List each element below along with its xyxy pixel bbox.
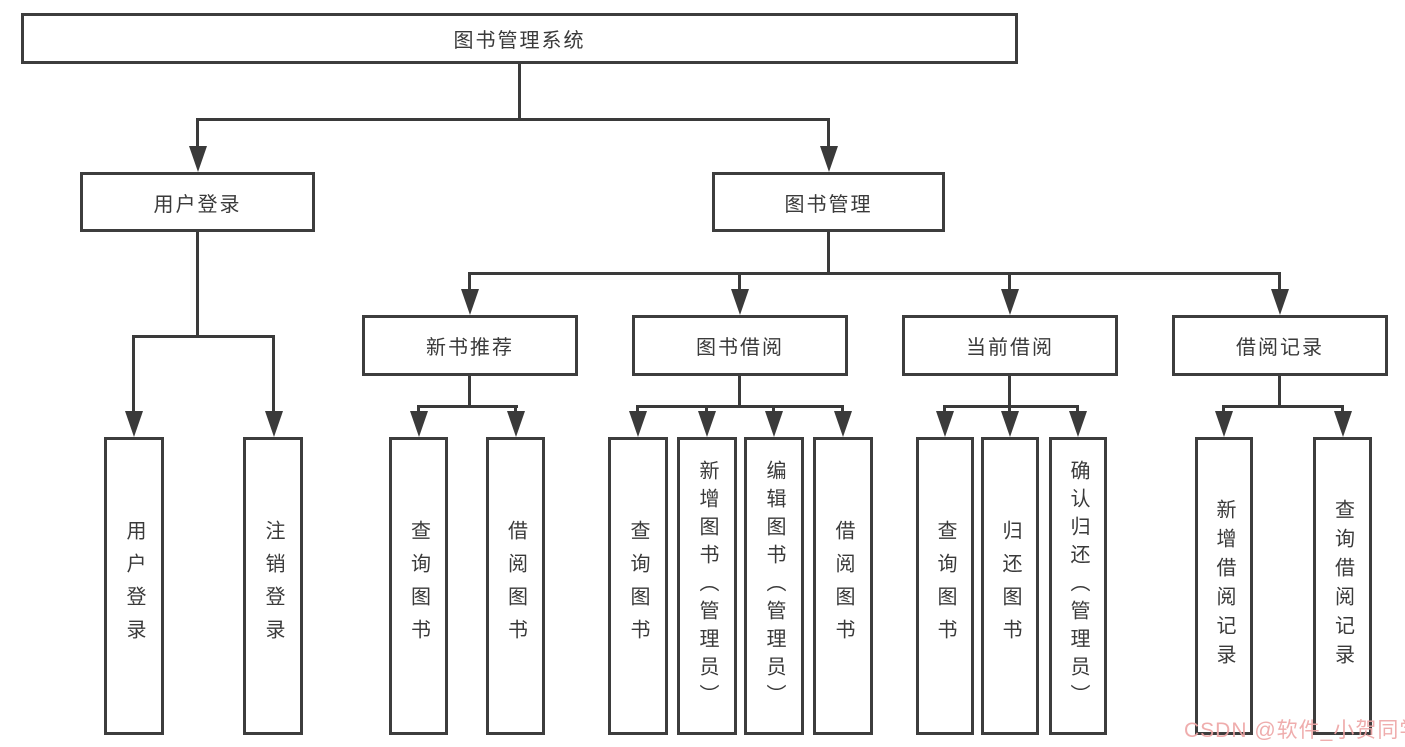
leaf-current-query-label: 查询图书 bbox=[934, 520, 956, 652]
leaf-newbook-borrow-label: 借阅图书 bbox=[504, 520, 527, 652]
node-borrow-record: 借阅记录 bbox=[1172, 315, 1388, 376]
arrow-to-borrow-add-icon bbox=[705, 405, 708, 411]
arrow-to-record-query-icon bbox=[1341, 405, 1344, 411]
arrow-to-record-add-icon bbox=[1222, 405, 1225, 411]
arrow-to-user-login-icon bbox=[196, 118, 199, 146]
arrow-to-current-confirm-icon bbox=[1076, 405, 1079, 411]
node-book-borrow-label: 图书借阅 bbox=[696, 337, 784, 359]
arrow-to-borrow-edit-icon bbox=[772, 405, 775, 411]
leaf-current-confirm-admin-label: 确认归还（管理员） bbox=[1067, 460, 1089, 712]
arrow-to-borrow-query-icon bbox=[636, 405, 639, 411]
node-new-book: 新书推荐 bbox=[362, 315, 578, 376]
leaf-borrow-edit-admin-label: 编辑图书（管理员） bbox=[763, 460, 785, 712]
connector-borrow-record-trunk bbox=[1278, 376, 1281, 405]
leaf-user-login-label: 用户登录 bbox=[123, 520, 145, 652]
arrow-to-new-book-icon bbox=[468, 272, 471, 289]
leaf-current-return-label: 归还图书 bbox=[999, 520, 1021, 652]
leaf-record-add: 新增借阅记录 bbox=[1195, 437, 1253, 735]
connector-current-borrow-trunk bbox=[1008, 376, 1011, 405]
connector-book-mgmt-rail bbox=[468, 272, 1281, 275]
connector-user-login-rail bbox=[132, 335, 274, 338]
arrow-to-book-borrow-icon bbox=[738, 272, 741, 289]
leaf-borrow-edit-admin: 编辑图书（管理员） bbox=[744, 437, 804, 735]
node-root-label: 图书管理系统 bbox=[453, 30, 586, 52]
connector-new-book-trunk bbox=[468, 376, 471, 405]
node-root-library-system: 图书管理系统 bbox=[21, 13, 1018, 64]
connector-book-borrow-trunk bbox=[738, 376, 741, 405]
leaf-borrow-query: 查询图书 bbox=[608, 437, 668, 735]
leaf-current-confirm-admin: 确认归还（管理员） bbox=[1049, 437, 1107, 735]
arrow-to-newbook-query-icon bbox=[417, 405, 420, 411]
arrow-to-current-query-icon bbox=[943, 405, 946, 411]
connector-borrow-record-rail bbox=[1222, 405, 1344, 408]
node-user-login-label: 用户登录 bbox=[153, 193, 242, 216]
leaf-logout-label: 注销登录 bbox=[262, 520, 284, 652]
leaf-borrow-query-label: 查询图书 bbox=[627, 520, 649, 652]
arrow-to-leaf-login-icon bbox=[132, 335, 135, 411]
node-current-borrow-label: 当前借阅 bbox=[966, 337, 1054, 359]
connector-root-trunk bbox=[518, 64, 521, 118]
connector-user-login-trunk bbox=[196, 232, 199, 335]
node-new-book-label: 新书推荐 bbox=[426, 337, 514, 359]
node-user-login: 用户登录 bbox=[80, 172, 315, 232]
arrow-to-current-return-icon bbox=[1008, 405, 1011, 411]
leaf-record-add-label: 新增借阅记录 bbox=[1213, 499, 1235, 673]
node-borrow-record-label: 借阅记录 bbox=[1236, 337, 1324, 359]
node-book-mgmt: 图书管理 bbox=[712, 172, 945, 232]
leaf-borrow-borrow: 借阅图书 bbox=[813, 437, 873, 735]
leaf-current-return: 归还图书 bbox=[981, 437, 1039, 735]
leaf-record-query: 查询借阅记录 bbox=[1313, 437, 1372, 735]
arrow-to-borrow-borrow-icon bbox=[841, 405, 844, 411]
arrow-to-borrow-record-icon bbox=[1278, 272, 1281, 289]
connector-new-book-rail bbox=[417, 405, 518, 408]
arrow-to-current-borrow-icon bbox=[1008, 272, 1011, 289]
node-book-borrow: 图书借阅 bbox=[632, 315, 848, 376]
leaf-borrow-borrow-label: 借阅图书 bbox=[832, 520, 854, 652]
node-book-mgmt-label: 图书管理 bbox=[784, 193, 873, 216]
leaf-record-query-label: 查询借阅记录 bbox=[1331, 499, 1354, 673]
connector-root-rail bbox=[196, 118, 830, 121]
arrow-to-leaf-logout-icon bbox=[272, 335, 275, 411]
leaf-borrow-add-admin-label: 新增图书（管理员） bbox=[696, 460, 718, 712]
connector-current-borrow-rail bbox=[943, 405, 1079, 408]
leaf-newbook-borrow: 借阅图书 bbox=[486, 437, 545, 735]
leaf-newbook-query-label: 查询图书 bbox=[407, 520, 430, 652]
node-current-borrow: 当前借阅 bbox=[902, 315, 1118, 376]
leaf-user-login: 用户登录 bbox=[104, 437, 164, 735]
arrow-to-newbook-borrow-icon bbox=[514, 405, 517, 411]
connector-book-mgmt-trunk bbox=[827, 232, 830, 272]
csdn-watermark: CSDN @软件_小贺同学 bbox=[1184, 719, 1405, 742]
leaf-logout: 注销登录 bbox=[243, 437, 303, 735]
leaf-current-query: 查询图书 bbox=[916, 437, 974, 735]
connector-book-borrow-rail bbox=[636, 405, 844, 408]
arrow-to-book-mgmt-icon bbox=[827, 118, 830, 146]
leaf-borrow-add-admin: 新增图书（管理员） bbox=[677, 437, 737, 735]
leaf-newbook-query: 查询图书 bbox=[389, 437, 448, 735]
